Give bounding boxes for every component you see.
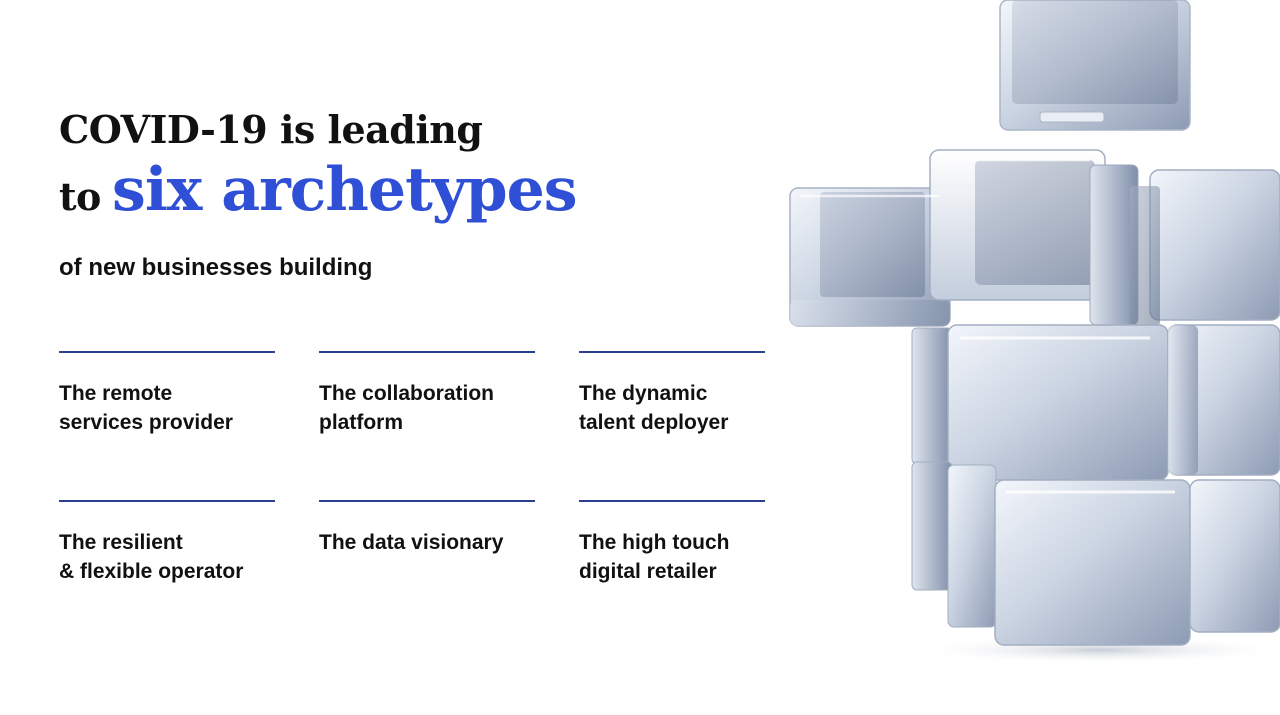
headline-prefix: to bbox=[59, 174, 101, 219]
headline-line-1: COVID-19 is leading bbox=[59, 107, 483, 152]
archetype-item: The collaboration platform bbox=[319, 351, 535, 437]
divider bbox=[59, 351, 275, 353]
archetype-label: The data visionary bbox=[319, 531, 504, 554]
subheadline: of new businesses building bbox=[59, 254, 373, 281]
divider bbox=[319, 500, 535, 502]
divider bbox=[579, 351, 765, 353]
divider bbox=[319, 351, 535, 353]
headline-accent: six archetypes bbox=[112, 155, 578, 225]
archetype-label: The dynamic talent deployer bbox=[579, 382, 729, 434]
divider bbox=[59, 500, 275, 502]
archetype-item: The remote services provider bbox=[59, 351, 275, 437]
archetype-item: The resilient & flexible operator bbox=[59, 500, 275, 586]
headline: COVID-19 is leading to six archetypes bbox=[59, 104, 578, 235]
divider bbox=[579, 500, 765, 502]
archetype-item: The data visionary bbox=[319, 500, 535, 557]
archetype-item: The dynamic talent deployer bbox=[579, 351, 765, 437]
archetype-item: The high touch digital retailer bbox=[579, 500, 765, 586]
archetype-label: The high touch digital retailer bbox=[579, 531, 730, 583]
headline-line-2: to six archetypes bbox=[59, 154, 578, 235]
archetype-label: The remote services provider bbox=[59, 382, 233, 434]
stacked-cubes-image bbox=[789, 0, 1280, 664]
archetype-label: The resilient & flexible operator bbox=[59, 531, 244, 583]
archetype-label: The collaboration platform bbox=[319, 382, 495, 434]
